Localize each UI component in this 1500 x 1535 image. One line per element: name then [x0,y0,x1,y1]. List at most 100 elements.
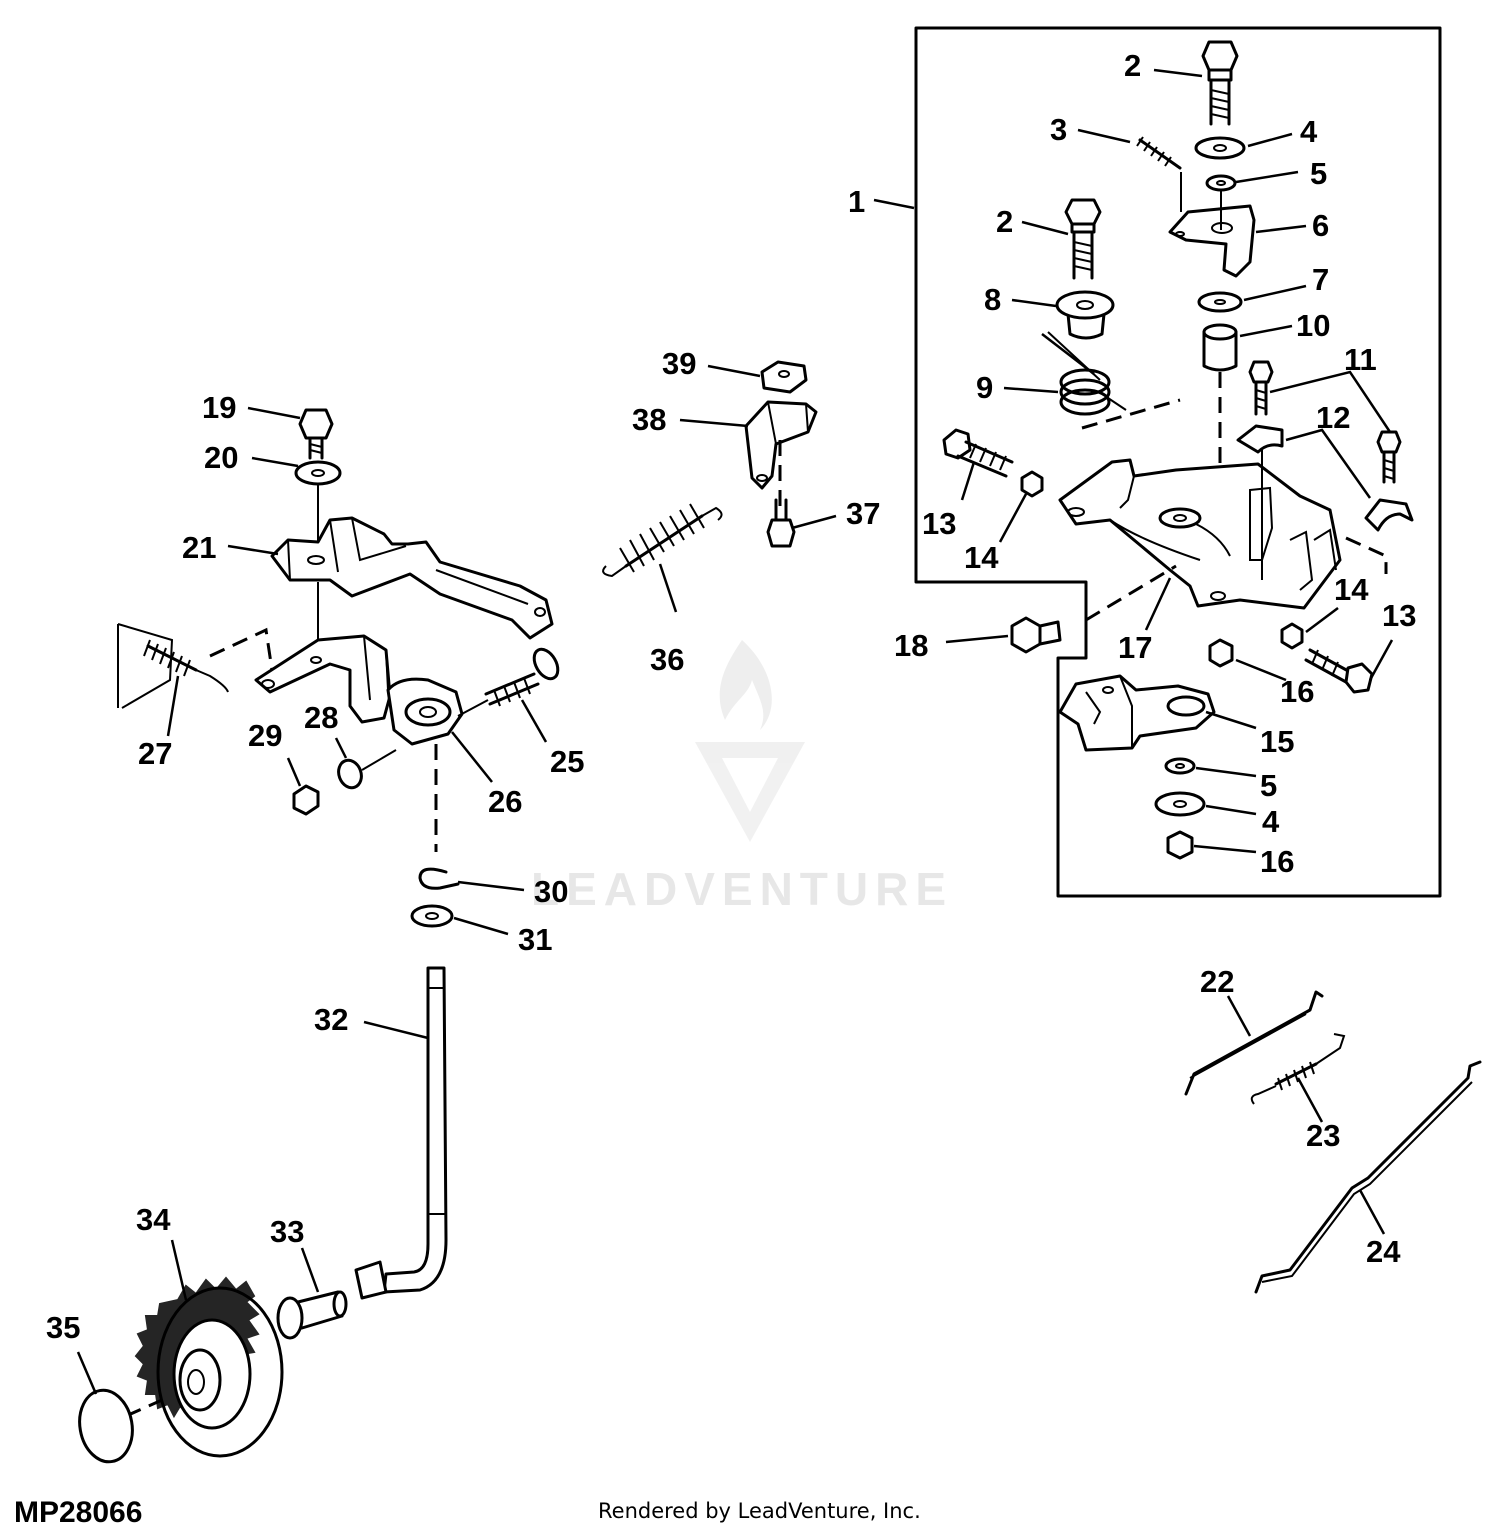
washer-part-7 [1197,291,1243,313]
bolt-part-18 [1010,616,1062,654]
rod-part-24 [1254,1060,1482,1294]
bracket-part-15 [1058,674,1216,752]
nut-part-14b [1280,622,1304,650]
callout-22: 22 [1200,964,1234,999]
callout-4b: 4 [1262,804,1280,839]
dash-link-34 [125,1398,163,1418]
spring-part-3 [1136,136,1182,212]
bracket-part-26 [254,634,464,746]
clip-part-30 [418,867,460,890]
shaft-part-32 [354,966,448,1300]
callout-26: 26 [488,784,522,819]
nut-part-14a [1020,470,1044,498]
callout-16b: 16 [1260,844,1294,879]
dash-link-27 [209,627,274,671]
nut-part-29 [292,784,320,816]
axle-bolt-part-33 [276,1290,348,1340]
watermark-text: LEADVENTURE [531,863,953,915]
dash-link-17 [1085,564,1177,622]
callout-19: 19 [202,390,236,425]
callout-6: 6 [1312,208,1329,243]
bolt-part-2b [1064,198,1102,280]
callout-21: 21 [182,530,216,565]
spring-part-36 [602,503,723,578]
callout-13a: 13 [922,506,956,541]
bolt-part-2a [1201,40,1239,126]
bolt-part-25 [484,647,560,707]
callout-10: 10 [1296,308,1330,343]
callout-24: 24 [1366,1234,1401,1269]
watermark-logo [695,640,805,842]
callout-14b: 14 [1334,572,1369,607]
callout-2b: 2 [996,204,1013,239]
callout-13b: 13 [1382,598,1416,633]
callout-29: 29 [248,718,282,753]
callout-37: 37 [846,496,880,531]
callout-32: 32 [314,1002,348,1037]
callout-30: 30 [534,874,568,909]
callout-2a: 2 [1124,48,1141,83]
callout-1: 1 [848,184,865,219]
callout-25: 25 [550,744,584,779]
axis-line-25 [457,699,489,717]
rod-part-22 [1184,990,1324,1096]
credit-text: Rendered by LeadVenture, Inc. [598,1499,921,1523]
dash-link-9 [1081,398,1181,430]
plate-part-17 [1058,458,1342,610]
assembly-1-outline [914,26,1442,898]
washer-part-5a [1205,174,1237,192]
callout-4a: 4 [1300,114,1318,149]
hubcap-part-35 [78,1388,134,1464]
callout-15: 15 [1260,724,1294,759]
diagram-code: MP28066 [14,1496,142,1529]
callout-12: 12 [1316,400,1350,435]
callout-8: 8 [984,282,1001,317]
callout-17: 17 [1118,630,1152,665]
callout-18: 18 [894,628,928,663]
torsion-spring-part-9 [1059,368,1127,416]
callout-38: 38 [632,402,666,437]
callout-20: 20 [204,440,238,475]
washer-part-20 [294,460,342,486]
lever-part-21 [270,516,554,640]
washer-part-5b [1164,757,1196,775]
bolt-part-13b [1304,648,1374,694]
callout-36: 36 [650,642,684,677]
clamp-part-12a [1236,424,1284,454]
washer-part-31 [410,904,454,928]
dash-link-12 [1345,536,1388,574]
callout-33: 33 [270,1214,304,1249]
bolt-part-37 [766,498,796,548]
axis-line-28 [361,749,397,771]
callout-23: 23 [1306,1118,1340,1153]
washer-part-28 [337,758,363,790]
callout-5b: 5 [1260,768,1277,803]
callout-3: 3 [1050,112,1067,147]
bolt-part-11a [1248,360,1274,416]
callout-35: 35 [46,1310,80,1345]
clamp-part-12b [1364,498,1414,532]
callout-16a: 16 [1280,674,1314,709]
bolt-part-13a [942,428,1014,478]
nut-part-16a [1208,638,1234,668]
bolt-part-11b [1376,430,1402,484]
callout-5a: 5 [1310,156,1327,191]
callout-14a: 14 [964,540,999,575]
washer-part-4a [1194,136,1246,160]
washer-part-4b [1154,791,1206,817]
callout-labels: 1 2 2 3 4 5 6 7 8 9 10 11 12 13 14 13 14… [46,48,1416,1345]
leader-lines [76,68,1394,1395]
callout-28: 28 [304,700,338,735]
bolt-part-19 [298,408,334,460]
cap-part-8 [1055,290,1115,340]
spring-part-27 [117,623,229,709]
callout-7: 7 [1312,262,1329,297]
bracket-part-38 [744,400,818,490]
callout-11: 11 [1344,342,1377,377]
nut-part-16b [1166,830,1194,860]
callout-31: 31 [518,922,552,957]
plate-part-39 [760,360,808,394]
callout-34: 34 [136,1202,171,1237]
callout-27: 27 [138,736,172,771]
